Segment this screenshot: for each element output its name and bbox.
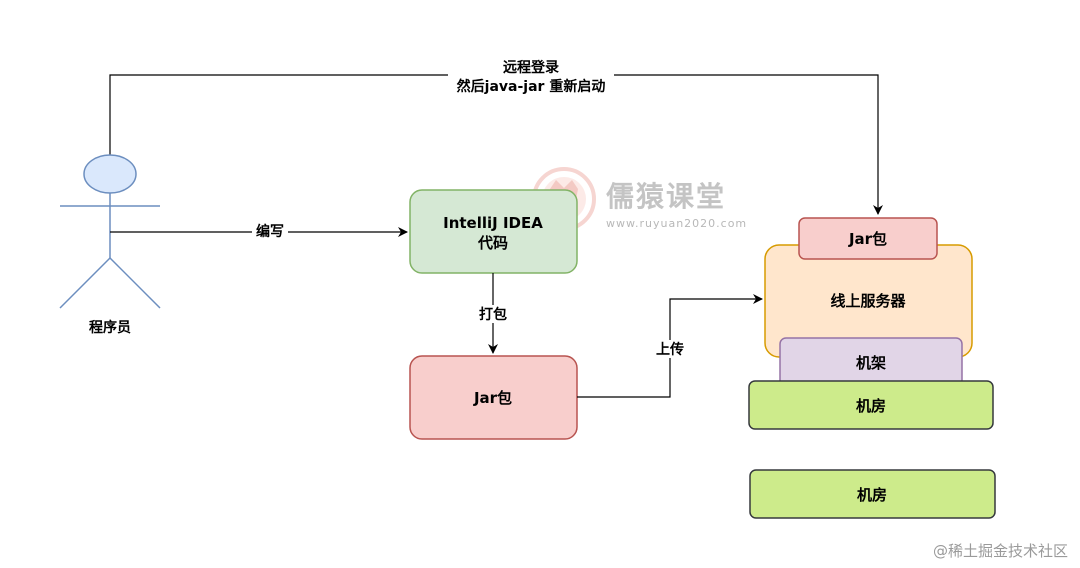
- watermark-title: 儒猿课堂: [606, 180, 726, 213]
- footer-credit: @稀土掘金技术社区: [933, 542, 1068, 560]
- server-jar-label: Jar包: [848, 230, 887, 248]
- edge-package-label: 打包: [479, 306, 507, 323]
- edge-write-label: 编写: [256, 223, 284, 240]
- local-jar-label: Jar包: [473, 389, 512, 407]
- rack-label: 机架: [856, 354, 886, 372]
- ide-node-label-line1: IntelliJ IDEA: [443, 214, 543, 232]
- actor-programmer: [59, 154, 161, 309]
- watermark-url: www.ruyuan2020.com: [606, 217, 747, 230]
- server-label: 线上服务器: [830, 292, 906, 310]
- edge-write-label-bg: [252, 222, 288, 240]
- server-jar-node: [798, 217, 938, 260]
- edge-remote-label-bg: [448, 58, 614, 96]
- room-label-1: 机房: [856, 397, 886, 415]
- edge-remote-label-line1: 远程登录: [503, 59, 559, 76]
- actor-label: 程序员: [89, 319, 131, 336]
- actor-head: [83, 154, 137, 194]
- room-label-2: 机房: [857, 486, 887, 504]
- room-node-1: [748, 380, 994, 430]
- edge-upload-label: 上传: [656, 341, 684, 358]
- room-node-2: [749, 469, 996, 519]
- edge-package-label-bg: [475, 305, 511, 323]
- edge-remote-label-line2: 然后java-jar 重新启动: [457, 78, 606, 95]
- edge-upload-label-bg: [652, 340, 688, 358]
- ide-node-label-line2: 代码: [477, 234, 508, 252]
